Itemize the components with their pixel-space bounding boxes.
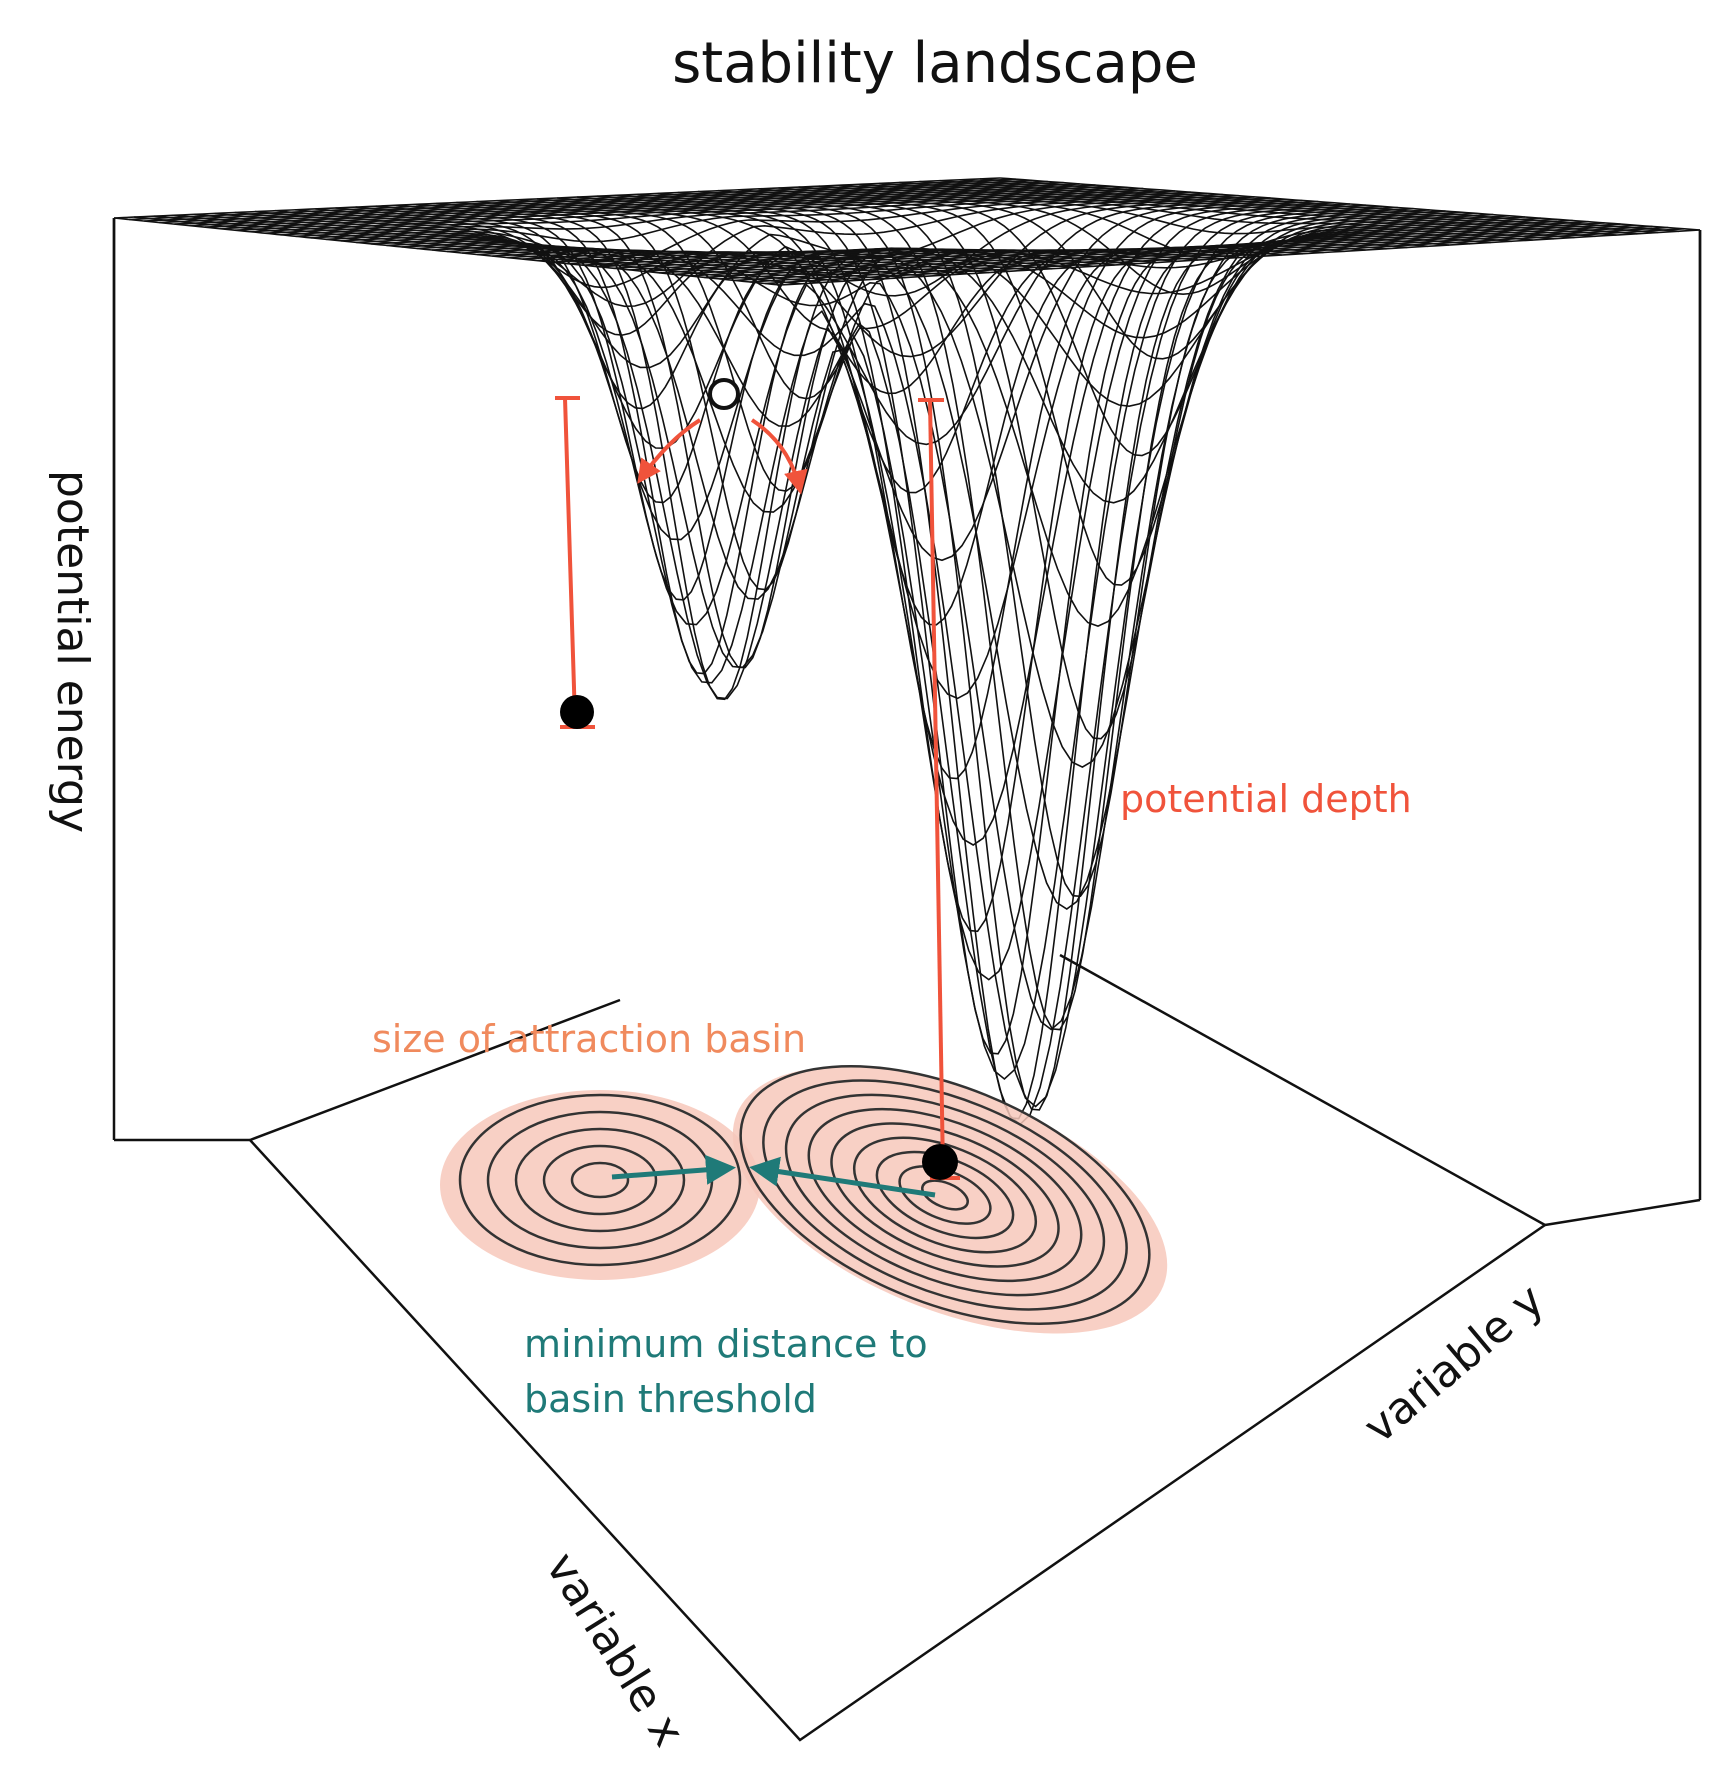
contour-left [458,1093,742,1267]
roll-arrow-right [750,418,808,495]
mesh-line-v [734,225,1653,282]
mesh-line-v [204,184,1096,228]
mesh-line-v [144,179,1032,222]
contour-right [830,1122,1060,1268]
distance-arrow-left [611,1154,736,1185]
mesh-line-v [113,177,1001,219]
mesh-line-v [280,190,1176,236]
potential-depth-label: potential depth [1120,777,1412,821]
mesh-line-v [537,210,1446,769]
mesh-line-v [643,218,1557,273]
y-axis-label: variable y [1354,1275,1553,1454]
mesh-line-v [749,226,1669,283]
mesh-line-u [899,181,1596,238]
mesh-line-v [265,189,1160,234]
roll-arrow-left [637,418,702,484]
potential-surface-mesh [113,177,1701,1126]
mesh-line-v [235,186,1128,231]
x-axis-label: variable x [536,1544,695,1756]
mesh-line-v [598,215,1510,339]
contour-right [921,1179,969,1211]
unstable-saddle-point [708,378,740,410]
floor-contours [458,1065,1151,1325]
z-axis-label: potential energy [47,470,98,833]
mesh-line-v [250,187,1144,233]
mesh-line-u [677,191,1366,1031]
min-distance-label-line1: minimum distance to [524,1322,928,1366]
mesh-line-v [689,222,1605,277]
figure-title: stability landscape [672,31,1198,96]
minimum-distance-arrows [611,1154,936,1198]
basin-left [440,1090,760,1280]
min-distance-label-line2: basin threshold [524,1377,817,1421]
mesh-line-v [325,193,1223,308]
mesh-line-v [507,207,1414,1031]
potential-depth-markers [555,396,960,1180]
mesh-line-v [779,229,1701,286]
mesh-line-v [129,178,1016,221]
depth-line-deep [928,399,945,1171]
mesh-line-v [219,185,1112,230]
mesh-line-v [764,228,1685,285]
mesh-line-v [174,181,1064,225]
mesh-line-v [719,224,1637,280]
mesh-line-v [189,183,1080,227]
bounding-box [112,218,1702,1742]
contour-left [542,1144,658,1216]
mesh-line-v [568,212,1478,504]
mesh-line-v [416,200,1319,700]
mesh-line-v [295,191,1191,243]
mesh-line-u [476,200,1157,492]
contour-right [807,1107,1083,1283]
mesh-line-v [522,209,1430,910]
mesh-line-v [340,194,1239,369]
contour-right [784,1093,1106,1297]
stable-state-deep [922,1144,958,1180]
contour-left [514,1127,686,1233]
contour-right [852,1136,1038,1254]
mesh-line-v [583,213,1494,408]
mesh-line-v [704,223,1621,279]
contour-left [570,1161,630,1199]
contour-right [875,1150,1015,1240]
mesh-line-v [310,192,1207,267]
mesh-line-v [673,220,1589,276]
mesh-line-v [552,211,1462,627]
mesh-line-u [637,193,1324,1120]
basin-size-label: size of attraction basin [372,1017,806,1061]
stable-state-shallow [560,695,594,729]
depth-line-shallow [563,397,577,721]
distance-arrow-right [749,1156,936,1198]
contour-right [739,1065,1151,1325]
mesh-line-v [628,217,1541,271]
mesh-line-v [159,180,1048,224]
contour-right [762,1079,1128,1311]
